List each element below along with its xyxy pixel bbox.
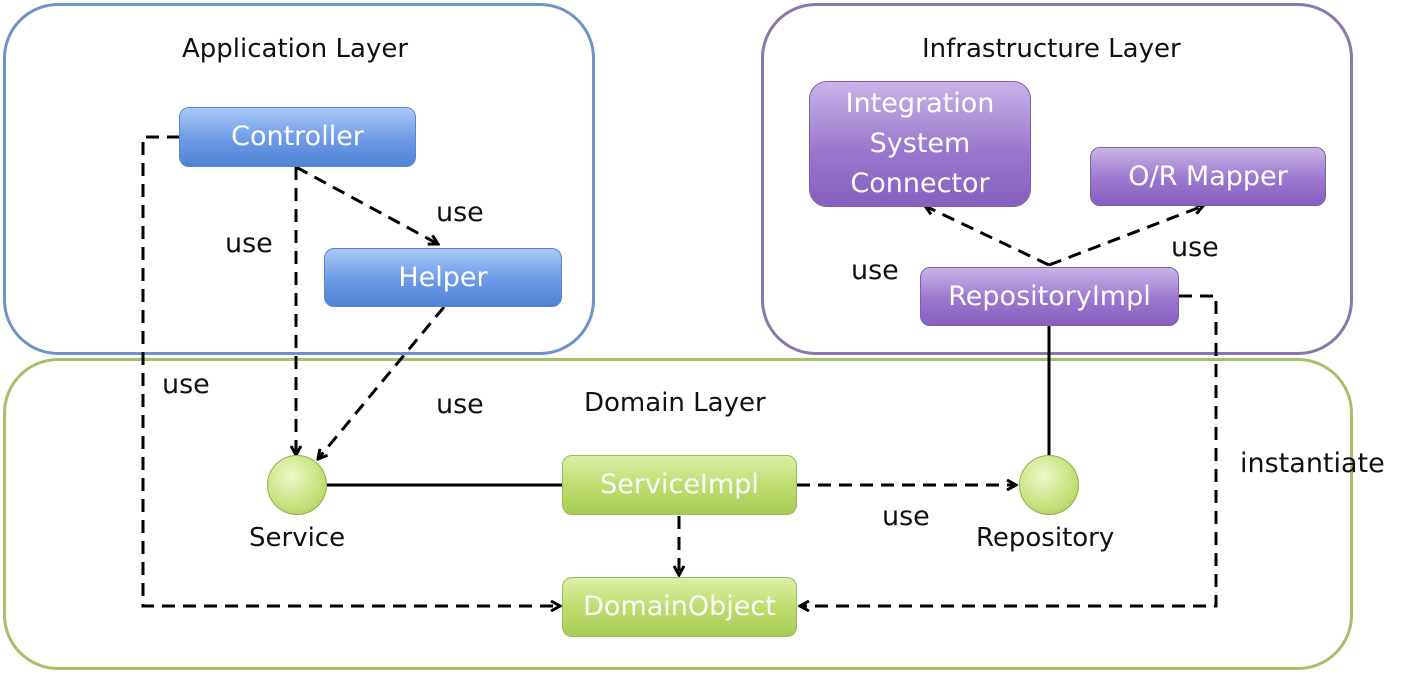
integration-system-connector-node[interactable]: Integration System Connector	[809, 81, 1031, 207]
helper-service-edge	[318, 306, 446, 459]
repoimpl-integration-edge	[925, 206, 1050, 267]
or-mapper-node[interactable]: O/R Mapper	[1090, 147, 1326, 206]
service-impl-node[interactable]: ServiceImpl	[562, 455, 797, 515]
repoimpl-domainobject-edge	[800, 294, 1218, 606]
controller-helper-edge	[295, 165, 438, 244]
repository-interface[interactable]	[1019, 455, 1079, 515]
edge-label-controller-helper: use	[436, 197, 484, 228]
domain-object-node[interactable]: DomainObject	[562, 577, 797, 637]
infrastructure-layer-title: Infrastructure Layer	[922, 34, 1181, 64]
edge-label-helper-service: use	[436, 389, 484, 420]
service-label: Service	[249, 523, 346, 553]
repository-label: Repository	[976, 523, 1115, 553]
helper-node[interactable]: Helper	[324, 248, 562, 307]
service-interface[interactable]	[267, 455, 327, 515]
edge-label-repoimpl-integration: use	[851, 255, 899, 286]
repoimpl-ormapper-edge	[1048, 206, 1203, 267]
domain-layer-title: Domain Layer	[584, 388, 766, 418]
controller-domainobject-edge	[141, 135, 560, 606]
application-layer-title: Application Layer	[182, 34, 409, 64]
edge-label-serviceimpl-repository: use	[882, 501, 930, 532]
edge-label-instantiate: instantiate	[1240, 448, 1385, 479]
controller-node[interactable]: Controller	[179, 107, 416, 167]
edge-label-controller-domainobject: use	[162, 369, 210, 400]
repository-impl-node[interactable]: RepositoryImpl	[920, 267, 1179, 326]
edge-label-controller-service: use	[225, 228, 273, 259]
edge-label-repoimpl-ormapper: use	[1171, 232, 1219, 263]
